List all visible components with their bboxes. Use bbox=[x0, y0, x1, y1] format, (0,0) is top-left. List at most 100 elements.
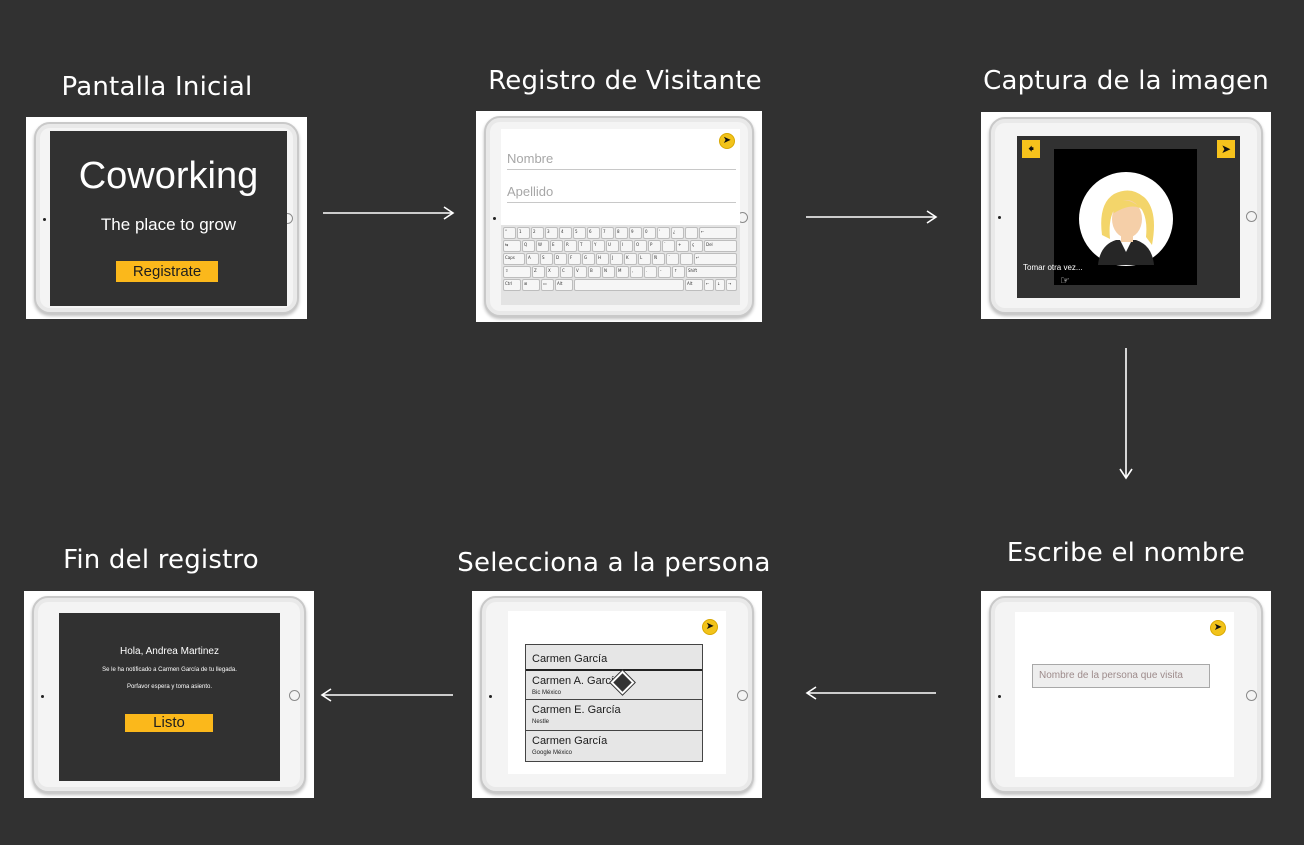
key[interactable]: V bbox=[574, 266, 587, 278]
key[interactable]: ¿ bbox=[671, 227, 684, 239]
title-fin-registro: Fin del registro bbox=[63, 545, 259, 575]
shift-key-right[interactable]: Shift bbox=[686, 266, 737, 278]
key[interactable]: ⊞ bbox=[522, 279, 540, 291]
key[interactable]: 7 bbox=[601, 227, 614, 239]
key[interactable]: Del bbox=[704, 240, 737, 252]
title-escribe-nombre: Escribe el nombre bbox=[1006, 538, 1246, 568]
key[interactable]: K bbox=[624, 253, 637, 265]
key[interactable]: H bbox=[596, 253, 609, 265]
key[interactable]: ← bbox=[704, 279, 714, 291]
arrow-s3-to-s4 bbox=[1119, 348, 1133, 480]
tab-key[interactable]: ⇆ bbox=[503, 240, 521, 252]
caps-key[interactable]: Caps bbox=[503, 253, 525, 265]
key[interactable]: O bbox=[634, 240, 647, 252]
key[interactable]: - bbox=[658, 266, 671, 278]
key[interactable]: → bbox=[726, 279, 737, 291]
registrate-button[interactable]: Registrate bbox=[116, 261, 218, 282]
key[interactable]: 6 bbox=[587, 227, 600, 239]
nombre-field[interactable]: Nombre bbox=[507, 137, 736, 170]
next-arrow-icon[interactable]: ➤ bbox=[1217, 140, 1235, 158]
key[interactable]: 9 bbox=[629, 227, 642, 239]
key[interactable] bbox=[685, 227, 698, 239]
key[interactable]: 2 bbox=[531, 227, 544, 239]
visit-person-input[interactable]: Nombre de la persona que visita bbox=[1032, 664, 1210, 688]
backspace-key[interactable]: ← bbox=[699, 227, 737, 239]
key[interactable]: ▭ bbox=[541, 279, 554, 291]
title-pantalla-inicial: Pantalla Inicial bbox=[61, 72, 253, 102]
key[interactable]: Ñ bbox=[652, 253, 665, 265]
key[interactable]: ° bbox=[503, 227, 516, 239]
key[interactable]: I bbox=[620, 240, 633, 252]
key[interactable]: 1 bbox=[517, 227, 530, 239]
key[interactable]: U bbox=[606, 240, 619, 252]
next-arrow-icon[interactable]: ➤ bbox=[702, 619, 718, 635]
key[interactable]: W bbox=[536, 240, 549, 252]
next-arrow-icon[interactable]: ➤ bbox=[1210, 620, 1226, 636]
key[interactable]: L bbox=[638, 253, 651, 265]
tablet-screen: 🠸 ➤ Tomar otra vez... ☞ bbox=[1017, 136, 1240, 298]
tagline: The place to grow bbox=[100, 215, 237, 234]
key[interactable]: + bbox=[676, 240, 689, 252]
key[interactable] bbox=[680, 253, 693, 265]
key[interactable]: P bbox=[648, 240, 661, 252]
altgr-key[interactable]: Alt bbox=[685, 279, 703, 291]
key[interactable]: , bbox=[630, 266, 643, 278]
key[interactable]: N bbox=[602, 266, 615, 278]
key[interactable]: 0 bbox=[643, 227, 656, 239]
query-text: Carmen García bbox=[532, 653, 608, 665]
key[interactable]: B bbox=[588, 266, 601, 278]
list-item[interactable]: Carmen A. García Bic México bbox=[526, 670, 702, 700]
next-arrow-icon[interactable]: ➤ bbox=[719, 133, 735, 149]
list-item[interactable]: Carmen E. García Nestle bbox=[526, 700, 702, 731]
key[interactable]: ↑ bbox=[672, 266, 685, 278]
ctrl-key[interactable]: Ctrl bbox=[503, 279, 521, 291]
person-name: Carmen García bbox=[532, 735, 608, 747]
title-registro-visitante: Registro de Visitante bbox=[488, 66, 762, 96]
key[interactable]: 5 bbox=[573, 227, 586, 239]
back-arrow-icon[interactable]: 🠸 bbox=[1022, 140, 1040, 158]
apellido-field[interactable]: Apellido bbox=[507, 170, 736, 203]
key[interactable]: S bbox=[540, 253, 553, 265]
person-company: Google México bbox=[532, 750, 573, 756]
screen-escribe-nombre: ➤ Nombre de la persona que visita bbox=[981, 591, 1271, 798]
key[interactable]: R bbox=[564, 240, 577, 252]
key[interactable]: T bbox=[578, 240, 591, 252]
key[interactable]: J bbox=[610, 253, 623, 265]
spacebar[interactable] bbox=[574, 279, 684, 291]
key[interactable]: G bbox=[582, 253, 595, 265]
arrow-s5-to-s6 bbox=[320, 688, 453, 702]
notice-text: Se le ha notificado a Carmen García de t… bbox=[102, 667, 237, 673]
key[interactable]: ç bbox=[690, 240, 703, 252]
enter-key[interactable]: ↵ bbox=[694, 253, 737, 265]
alt-key[interactable]: Alt bbox=[555, 279, 573, 291]
key[interactable]: D bbox=[554, 253, 567, 265]
shift-key[interactable]: ⇧ bbox=[503, 266, 531, 278]
listo-button[interactable]: Listo bbox=[125, 714, 213, 732]
key[interactable]: ↓ bbox=[715, 279, 725, 291]
on-screen-keyboard[interactable]: ° 1 2 3 4 5 6 7 8 9 0 ' ¿ ← ⇆ Q W E R T … bbox=[501, 225, 740, 305]
key[interactable]: E bbox=[550, 240, 563, 252]
list-item[interactable]: Carmen García Google México bbox=[526, 731, 702, 761]
key[interactable]: 8 bbox=[615, 227, 628, 239]
key[interactable]: Y bbox=[592, 240, 605, 252]
search-query-row[interactable]: Carmen García bbox=[526, 645, 702, 671]
key[interactable]: A bbox=[526, 253, 539, 265]
key[interactable]: F bbox=[568, 253, 581, 265]
arrow-s2-to-s3 bbox=[806, 210, 938, 224]
wait-text: Porfavor espera y toma asiento. bbox=[126, 684, 213, 690]
key[interactable]: . bbox=[644, 266, 657, 278]
key[interactable]: ` bbox=[662, 240, 675, 252]
key[interactable]: M bbox=[616, 266, 629, 278]
key[interactable]: X bbox=[546, 266, 559, 278]
greeting-text: Hola, Andrea Martinez bbox=[120, 646, 219, 657]
key[interactable]: Q bbox=[522, 240, 535, 252]
tablet-screen: Hola, Andrea Martinez Se le ha notificad… bbox=[59, 613, 280, 781]
arrow-s4-to-s5 bbox=[805, 686, 936, 700]
key[interactable]: 4 bbox=[559, 227, 572, 239]
key[interactable]: Z bbox=[532, 266, 545, 278]
key[interactable]: ' bbox=[657, 227, 670, 239]
key[interactable]: C bbox=[560, 266, 573, 278]
key[interactable]: 3 bbox=[545, 227, 558, 239]
retake-link[interactable]: Tomar otra vez... bbox=[1023, 263, 1083, 272]
key[interactable]: ´ bbox=[666, 253, 679, 265]
